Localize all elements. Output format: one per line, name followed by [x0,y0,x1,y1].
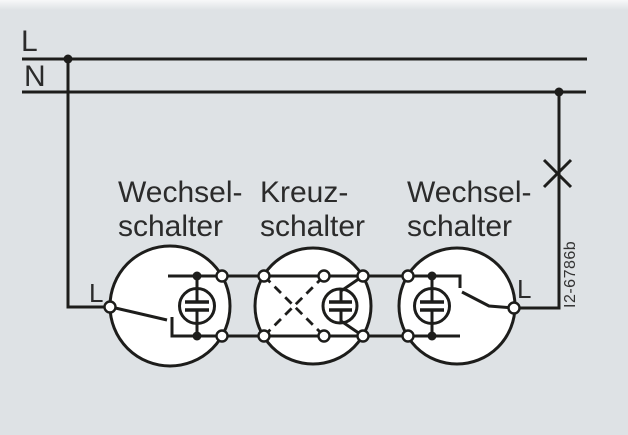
label-line-2: schalter [260,210,366,243]
terminal [401,329,415,343]
phase-rail-label: L [21,25,38,58]
glow-lamp-right-icon [413,276,451,336]
figure-id: I2-6786b [562,240,579,308]
terminal [356,269,370,283]
label-line-2: schalter [407,210,513,243]
terminal [317,269,331,283]
junction-dot-left-top [192,271,202,281]
junction-dot-phase [63,54,73,64]
lamp-drop-wire [514,92,561,310]
terminal [257,269,271,283]
terminal-right-output [507,301,521,315]
lamp-cross-icon [542,158,573,189]
neutral-rail-label: N [24,60,46,93]
terminal [317,329,331,343]
glow-lamp-middle-icon [321,274,364,338]
terminal-label-left: L [89,278,104,308]
terminal [356,329,370,343]
junction-dot-neutral [554,87,564,97]
terminal [215,269,229,283]
junction-dot-right-bottom [427,331,437,341]
terminal [215,329,229,343]
label-line-2: schalter [118,210,224,243]
wechselschalter-left-label: Wechsel- schalter [118,176,242,244]
terminal [257,329,271,343]
label-line-1: Kreuz- [260,176,349,209]
label-line-1: Wechsel- [118,176,243,209]
terminal [401,269,415,283]
lever-left [110,305,168,322]
junction-dot-left-bottom [192,331,202,341]
kreuzschalter-label: Kreuz- schalter [260,176,365,244]
phase-drop-wire [66,59,110,309]
terminal-label-right: L [517,274,532,304]
terminal-left-input [103,300,117,314]
label-line-1: Wechsel- [407,176,532,209]
wechselschalter-right-label: Wechsel- schalter [407,176,531,244]
lever-right [461,290,515,310]
junction-dot-right-top [427,271,437,281]
